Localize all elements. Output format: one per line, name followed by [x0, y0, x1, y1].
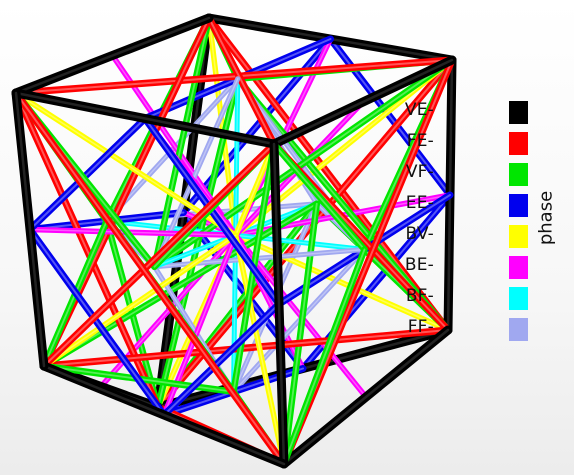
legend-swatch-be — [509, 256, 528, 279]
strut-highlight-ve — [272, 58, 454, 146]
strut-highlight-vf — [43, 202, 318, 367]
strut-highlight-bv — [43, 234, 237, 367]
legend-item-label: VE- — [404, 100, 434, 120]
legend-item-label: FE- — [406, 131, 434, 151]
strut-highlight-ve — [282, 328, 450, 466]
legend-swatch-vf — [509, 163, 528, 186]
strut-highlight-bv — [234, 234, 449, 331]
strut-highlight-ve — [14, 16, 211, 95]
legend-title: phase — [535, 190, 557, 246]
strut-highlight-vf — [283, 248, 366, 465]
legend-item-label: EE- — [405, 193, 434, 213]
legend-swatch-fe — [509, 132, 528, 155]
strut-highlight-ve — [14, 91, 46, 368]
strut-highlight-fe — [208, 17, 275, 145]
strut-highlight-ve — [42, 364, 286, 466]
strut-highlight-ee — [29, 228, 165, 416]
legend-swatch-ee — [509, 194, 528, 217]
strut-highlight-bf — [153, 234, 237, 268]
strut-highlight-fe — [43, 329, 449, 367]
legend-swatch-ff — [509, 318, 528, 341]
strut-highlight-vf — [273, 143, 366, 251]
strut-highlight-bv — [234, 143, 275, 237]
legend-item-label: VF- — [405, 162, 434, 182]
legend-swatch-bv — [509, 225, 528, 248]
legend-item-label: FF- — [407, 317, 434, 337]
legend-item-label: BF- — [405, 286, 434, 306]
legend-item-label: BV- — [405, 224, 434, 244]
strut-highlight-fe — [43, 143, 275, 367]
strut-highlight-fe — [15, 92, 285, 465]
legend-item-label: BE- — [404, 255, 434, 275]
strut-highlight-fe — [15, 59, 453, 94]
legend-swatch-bf — [509, 287, 528, 310]
strut-highlight-bv — [208, 17, 237, 237]
strut-highlight-vf — [283, 202, 318, 465]
legend-swatch-ve — [509, 101, 528, 124]
strut-highlight-be — [29, 228, 237, 237]
strut-highlight-bv — [234, 234, 285, 465]
strut-highlight-ve — [272, 142, 286, 466]
lattice-struts — [11, 13, 457, 469]
strut-highlight-ve — [14, 91, 276, 146]
strut-highlight-vf — [153, 17, 210, 268]
strut-highlight-ee — [163, 303, 280, 416]
strut-highlight-ee — [29, 117, 146, 231]
